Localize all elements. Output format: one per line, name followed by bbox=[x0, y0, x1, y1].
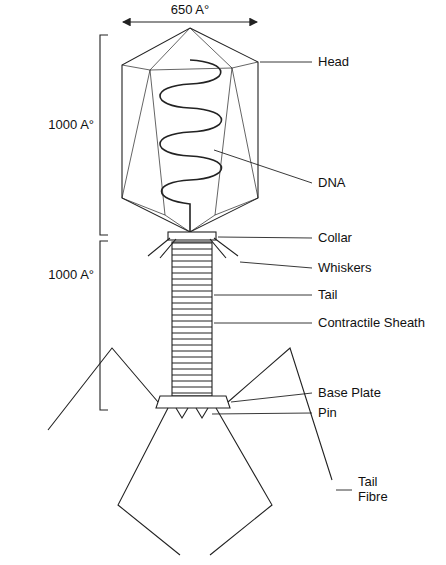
part-label: Tail Fibre bbox=[358, 475, 398, 505]
part-label: Contractile Sheath bbox=[318, 316, 425, 331]
part-label: Base Plate bbox=[318, 386, 381, 401]
part-label: DNA bbox=[318, 176, 345, 191]
dimension-label: 1000 A° bbox=[48, 268, 94, 283]
dimension-label: 1000 A° bbox=[48, 118, 94, 133]
part-label: Collar bbox=[318, 231, 352, 246]
dimension-label: 650 A° bbox=[171, 3, 209, 18]
part-label: Head bbox=[318, 55, 349, 70]
part-label: Pin bbox=[318, 406, 337, 421]
part-label: Tail bbox=[318, 288, 338, 303]
part-label: Whiskers bbox=[318, 261, 371, 276]
